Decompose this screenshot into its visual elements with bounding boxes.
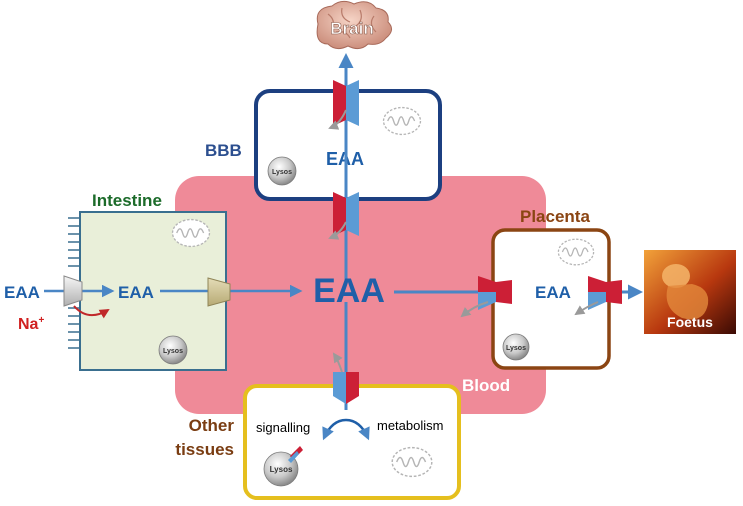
foetus-label: Foetus — [667, 314, 713, 330]
intestine-label: Intestine — [92, 191, 162, 210]
efflux-arrow-placenta-out — [574, 301, 599, 316]
foetus-photo — [644, 250, 736, 334]
signalling-label: signalling — [256, 420, 310, 435]
transporter-icon — [333, 80, 359, 126]
metabolism-label: metabolism — [377, 418, 443, 433]
eaa-center-label: EAA — [313, 272, 385, 310]
brain-label: Brain — [330, 19, 373, 38]
lysos-placenta-label: Lysos — [506, 345, 526, 352]
efflux-arrow-bbb-top — [328, 109, 347, 130]
lysosome-icon — [267, 156, 297, 186]
branch-arrow-metabolism — [345, 418, 370, 441]
branch-arrow-signalling — [322, 418, 347, 441]
lysos-bbb-label: Lysos — [272, 169, 292, 176]
transporter-icon — [478, 276, 512, 310]
placenta-label: Placenta — [520, 207, 590, 226]
efflux-arrow-placenta-in — [460, 301, 489, 318]
lysosome-icon — [263, 446, 303, 487]
transporter-icon — [333, 192, 359, 236]
transporter-icon — [63, 275, 83, 307]
mitochondrion-icon — [557, 238, 595, 266]
lysos-intestine-label: Lysos — [163, 348, 183, 355]
efflux-arrow-other-tissues — [332, 352, 343, 373]
lysosome-icon — [502, 333, 530, 361]
mitochondrion-icon — [382, 106, 422, 136]
sodium-label: Na+ — [18, 315, 44, 333]
mitochondrion-icon — [391, 446, 433, 478]
lysos-other-label: Lysos — [270, 465, 293, 474]
blood-label: Blood — [462, 376, 510, 395]
other-tissues-label-line2: tissues — [175, 440, 234, 459]
other-tissues-label-line1: Other — [189, 416, 235, 435]
blood-pool — [175, 176, 546, 414]
brain-icon — [316, 0, 392, 50]
lysosome-icon — [158, 335, 188, 365]
mitochondrion-icon — [171, 218, 211, 248]
eaa-intestine-inside-label: EAA — [118, 283, 154, 302]
bbb-label: BBB — [205, 141, 242, 160]
eaa-placenta-label: EAA — [535, 283, 571, 302]
sodium-arrow — [73, 305, 110, 319]
eaa-intestine-outside-label: EAA — [4, 283, 40, 302]
transporter-icon — [207, 277, 231, 307]
transporter-icon — [333, 372, 359, 404]
transporter-icon — [588, 276, 622, 310]
efflux-arrow-bbb-bottom — [328, 221, 347, 240]
